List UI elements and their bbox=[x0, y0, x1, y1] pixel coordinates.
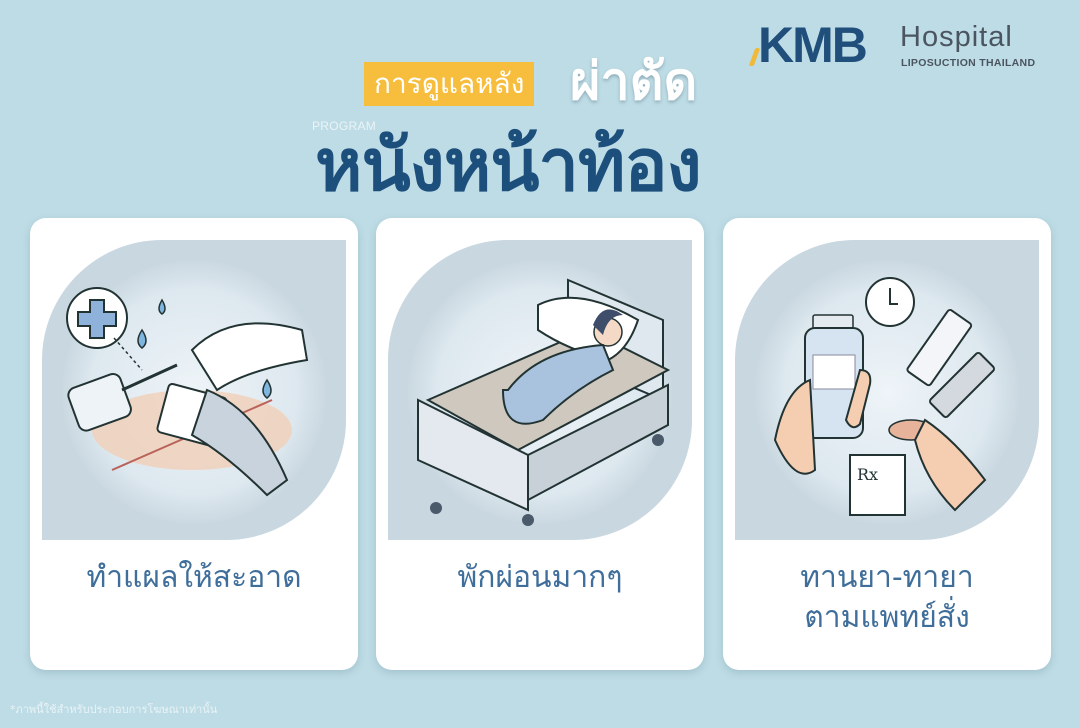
wound-cleaning-icon bbox=[66, 287, 309, 497]
card-label: พักผ่อนมากๆ bbox=[457, 560, 623, 595]
program-label: PROGRAM bbox=[312, 119, 377, 133]
disclaimer-text: *ภาพนี้ใช้สำหรับประกอบการโฆษณาเท่านั้น bbox=[10, 703, 218, 716]
rest-illustration bbox=[388, 240, 692, 540]
wound-cleaning-illustration bbox=[42, 240, 346, 540]
title-pill: การดูแลหลัง bbox=[364, 62, 535, 106]
logo-hospital-text: Hospital bbox=[900, 21, 1013, 53]
logo-kmb-text: KMB bbox=[758, 17, 868, 73]
card-label: ทำแผลให้สะอาด bbox=[86, 560, 302, 595]
card-label-line1: ทานยา-ทายา bbox=[800, 560, 974, 595]
medication-illustration: Rx bbox=[735, 240, 1039, 540]
card-label-line2: ตามแพทย์สั่ง bbox=[804, 600, 970, 635]
page-title: หนังหน้าท้อง bbox=[315, 123, 702, 207]
logo-tagline: LIPOSUCTION THAILAND bbox=[901, 57, 1036, 69]
card-label: ทานยา-ทายา ตามแพทย์สั่ง bbox=[723, 558, 1051, 638]
care-card-rest: พักผ่อนมากๆ bbox=[376, 218, 704, 670]
title-highlight: ผ่าตัด bbox=[570, 52, 698, 112]
care-card-medication: Rx ทานยา-ทายา ตามแพทย์สั่ง bbox=[723, 218, 1051, 670]
medication-icon: Rx bbox=[773, 277, 995, 516]
care-card-wound-cleaning: ทำแผลให้สะอาด bbox=[30, 218, 358, 670]
svg-text:Rx: Rx bbox=[857, 465, 878, 484]
rest-in-bed-icon bbox=[417, 278, 671, 526]
